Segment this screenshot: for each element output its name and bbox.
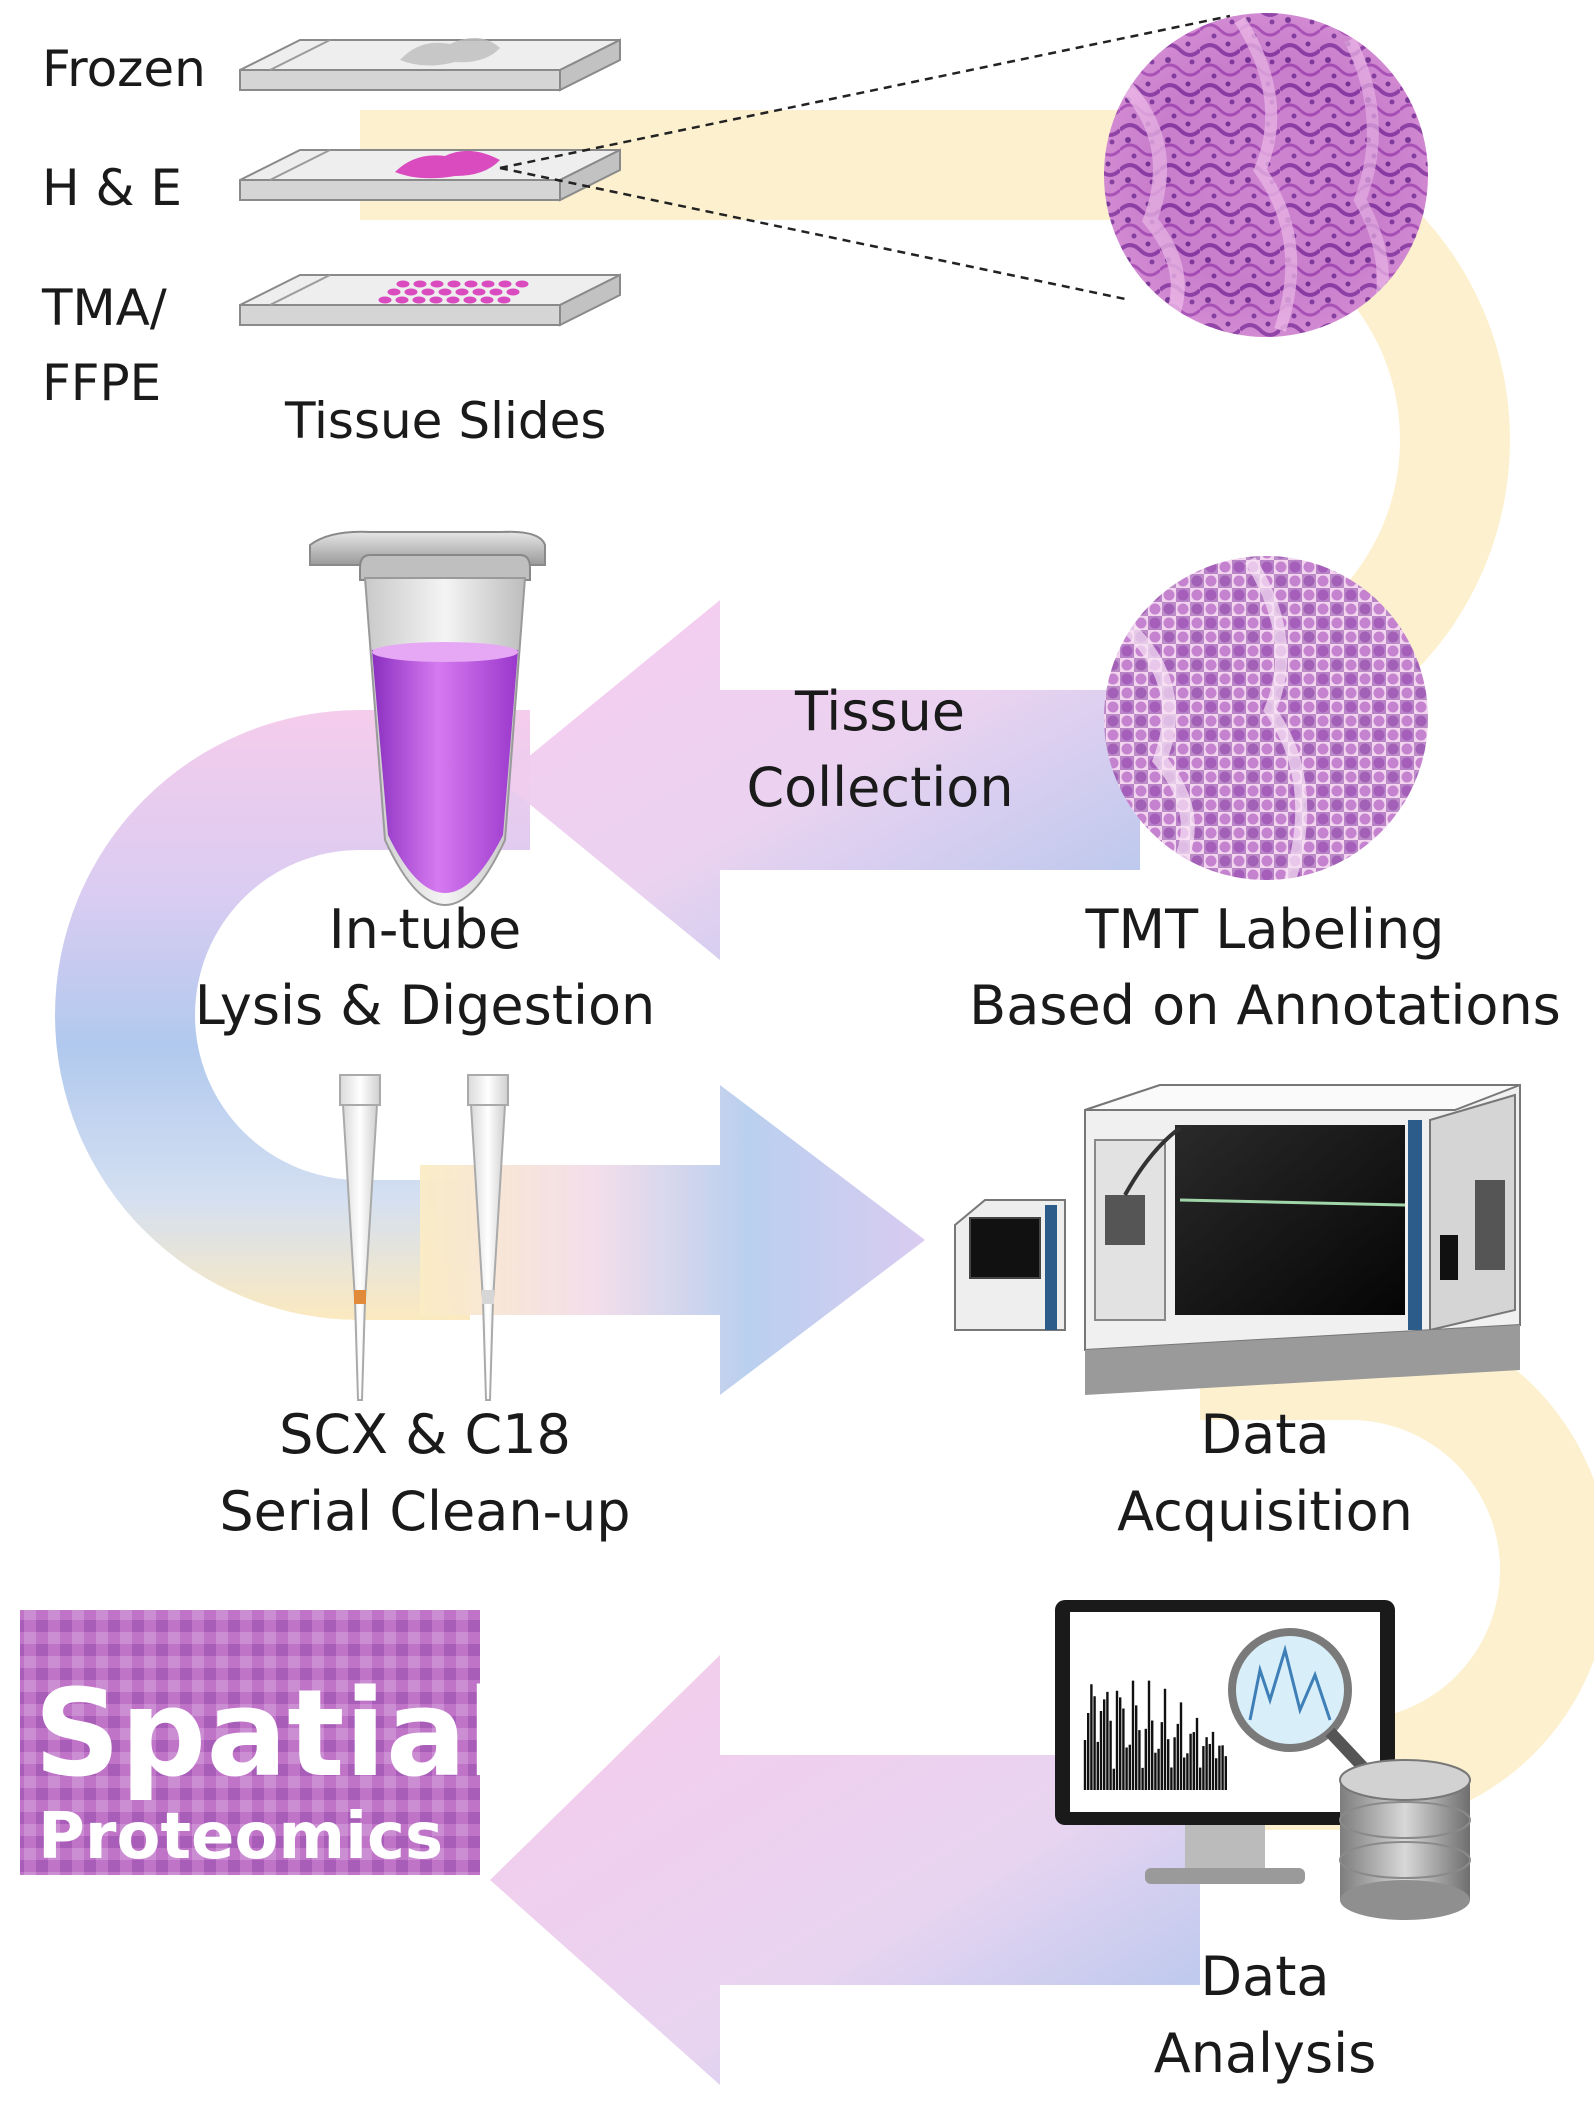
tma-core [429,296,443,304]
tma-core [480,296,494,304]
database-icon [1339,1759,1471,1920]
tma-core [446,296,460,304]
tma-core [430,280,444,288]
tma-core [498,280,512,288]
he-tissue-section [395,150,500,179]
tma-core [515,280,529,288]
analysis-line2: Analysis [1154,2022,1377,2085]
tma-core [455,288,469,296]
tma-core [413,280,427,288]
tma-core [421,288,435,296]
tma-core [506,288,520,296]
acquisition-line2: Acquisition [1117,1480,1413,1543]
analysis-arrow [490,1655,1200,2085]
tma-core [464,280,478,288]
tissue-slides-caption: Tissue Slides [284,392,606,450]
tmt-grid-micrograph [1104,556,1428,880]
tmt-labeling-line1: TMT Labeling [1085,898,1445,961]
label-ffpe: FFPE [42,354,161,412]
flow-band-right-lower [1200,1310,1594,1830]
zoom-lines [499,14,1231,302]
lysis-line2: Lysis & Digestion [195,974,655,1037]
flow-bands [55,110,1594,2085]
pipette-tip-icon-c18 [467,1074,509,1401]
tma-core [412,296,426,304]
cleanup-line1: SCX & C18 [279,1403,571,1466]
tissue-collection-line2: Collection [746,756,1013,819]
he-micrograph [1104,13,1428,337]
tma-core [463,296,477,304]
tma-core [472,288,486,296]
mass-spectrometer-icon [954,1084,1521,1395]
microtube-icon [309,530,546,907]
pipette-tip-icon-scx [339,1074,381,1401]
tma-core [489,288,503,296]
spatial-proteomics-logo: Spatial Proteomics [20,1610,508,1875]
tma-core [395,296,409,304]
label-he: H & E [42,159,182,217]
tma-core [447,280,461,288]
logo-line1: Spatial [34,1665,508,1804]
tma-core [438,288,452,296]
logo-line2: Proteomics [38,1800,443,1874]
slide-he [239,148,621,202]
tma-core [378,296,392,304]
tma-core [396,280,410,288]
cleanup-line2: Serial Clean-up [219,1480,630,1543]
tma-core [404,288,418,296]
tma-core [387,288,401,296]
label-frozen: Frozen [42,40,206,98]
tmt-labeling-line2: Based on Annotations [969,974,1561,1037]
slide-frozen [239,37,621,92]
tma-core [497,296,511,304]
spectrum-plot [1083,1680,1228,1790]
cleanup-arrow [420,1085,925,1395]
flow-band-left [55,710,530,1320]
lysis-line1: In-tube [329,898,522,961]
step-labels: Tissue Collection TMT Labeling Based on … [195,680,1561,2085]
analysis-line1: Data [1201,1945,1330,2008]
tissue-slides: Frozen H & E TMA/ FFPE Tissue Slides [41,37,621,450]
acquisition-line1: Data [1201,1403,1330,1466]
magnifier-icon [1228,1628,1380,1785]
tma-core-array [378,280,529,304]
slide-tma [239,273,621,327]
tma-core [481,280,495,288]
tissue-collection-arrow [500,600,1140,960]
tissue-collection-line1: Tissue [794,680,965,743]
label-tma: TMA/ [41,279,167,337]
